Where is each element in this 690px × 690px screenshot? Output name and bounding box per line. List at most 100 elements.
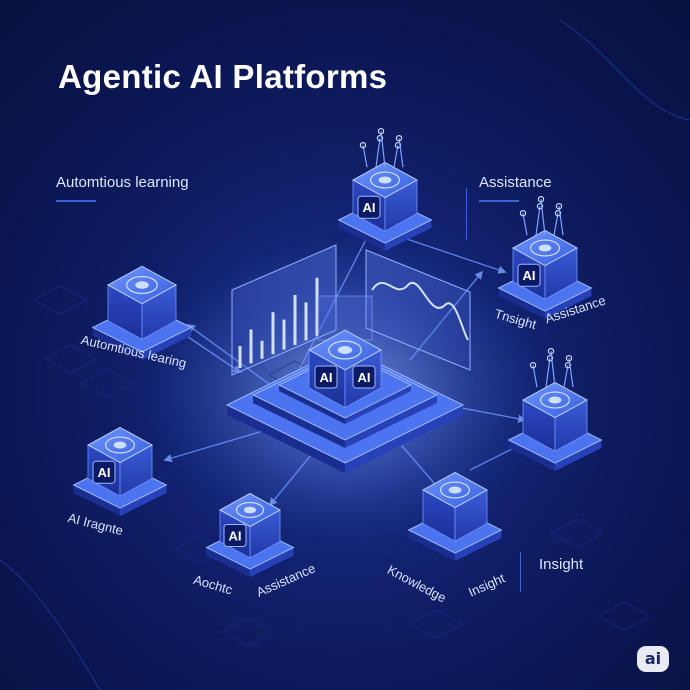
grid-tile xyxy=(361,526,417,556)
center-slab-mid-side-left xyxy=(253,395,345,448)
node-top-base-side-left xyxy=(338,220,385,252)
node-bottom-right-cube-chip-ring xyxy=(440,481,471,499)
node-bottom-badge: AI xyxy=(229,529,242,544)
node-right-cube-chip-ring xyxy=(529,239,560,257)
node-right-lower-cube-chip-core xyxy=(548,396,562,404)
node-right-base-side-right xyxy=(545,288,592,320)
center-cube-label-right: AI xyxy=(358,370,371,385)
node-left-base-side-left xyxy=(92,327,142,360)
node-top-base-side-right xyxy=(385,220,432,252)
node-top-antenna-dot xyxy=(359,141,367,149)
node-top-antenna-wire xyxy=(393,145,399,168)
node-top-antenna-dot xyxy=(395,134,403,142)
node-right-lower xyxy=(507,348,603,472)
node-bottom-right xyxy=(407,471,503,562)
node-bottom: AI xyxy=(205,492,295,578)
node-top-antenna-wire xyxy=(380,131,386,168)
node-bottom-left-cube-chip-core xyxy=(113,441,127,449)
node-top-badge: AI xyxy=(363,200,376,215)
node-right-lower-antenna-dot xyxy=(546,355,554,362)
corner-curve xyxy=(559,19,690,121)
node-right-lower-antenna-wire xyxy=(532,365,538,388)
grid-tile xyxy=(220,617,276,647)
node-top-antenna-dot xyxy=(376,134,384,142)
node-right-antenna-wire xyxy=(535,206,541,236)
node-bottom-badge-box xyxy=(223,524,247,547)
divider-top-right xyxy=(466,188,467,240)
page-title: Agentic AI Platforms xyxy=(58,58,388,95)
node-right-antenna-dot xyxy=(537,195,545,203)
center-cube-chip-core xyxy=(337,346,353,354)
node-bottom-left-badge: AI xyxy=(98,465,111,480)
center-cube-chip-ring xyxy=(328,340,362,360)
node-bottom-left-base-side-right xyxy=(120,485,167,517)
ai-logo-badge: ai xyxy=(637,646,669,672)
node-bottom-right-base-side-right xyxy=(455,530,502,562)
grid-tile xyxy=(596,601,652,631)
node-bottom-base-side-left xyxy=(206,547,250,578)
node-left-cube-chip-core xyxy=(135,281,149,289)
node-bottom-left-badge-box xyxy=(92,460,116,484)
node-right-antenna-dot xyxy=(519,209,527,217)
node-bottom-base-side-right xyxy=(250,547,294,578)
label-underline-top-left xyxy=(56,200,96,202)
grid-tile xyxy=(32,285,88,315)
divider-bottom-right xyxy=(520,552,521,592)
node-right-lower-antenna-wire xyxy=(545,358,551,388)
node-right-lower-base-side-left xyxy=(508,440,555,472)
node-top-cube-chip-ring xyxy=(370,171,401,189)
node-top-antenna-wire xyxy=(375,138,381,168)
center-cube-label-left-box xyxy=(314,365,338,389)
node-right-cube-chip-core xyxy=(538,244,552,252)
center-cube-label-right-box xyxy=(352,365,376,389)
node-top-antenna-dot xyxy=(394,141,402,149)
node-right-antenna-dot xyxy=(536,202,544,210)
panel-wave xyxy=(371,281,469,341)
grid-tile xyxy=(549,518,605,548)
node-top-badge-box xyxy=(357,195,381,219)
center-slab-top-side-right xyxy=(345,385,411,424)
node-left xyxy=(91,265,193,360)
node-right-lower-cube-chip-ring xyxy=(539,391,570,409)
node-right-lower-base-side-right xyxy=(555,440,602,472)
node-right-lower-antenna-wire xyxy=(568,358,574,388)
node-bottom-right-base-side-left xyxy=(408,530,455,562)
node-right-antenna-dot xyxy=(555,202,563,210)
node-bottom-left-cube-chip-ring xyxy=(104,436,135,454)
node-bottom-left-base-side-left xyxy=(73,485,120,517)
node-right-badge: AI xyxy=(523,268,536,283)
node-right-antenna-wire xyxy=(540,199,546,236)
node-right-antenna-wire xyxy=(522,213,528,236)
node-top-cube-chip-core xyxy=(378,176,392,184)
label-top-left: Automtious learning xyxy=(56,174,189,191)
node-right-badge-box xyxy=(517,263,541,287)
grid-tile xyxy=(408,609,464,639)
center-slab-mid-side-right xyxy=(345,395,437,448)
node-right-lower-antenna-wire xyxy=(563,365,569,388)
node-top-antenna-wire xyxy=(362,145,368,168)
node-bottom-cube-chip-core xyxy=(244,506,256,514)
node-right-lower-antenna-dot xyxy=(529,362,537,369)
hologram-panels xyxy=(231,244,471,376)
node-top: AI xyxy=(337,127,433,252)
node-right-antenna-dot xyxy=(554,209,562,217)
node-right-lower-antenna-wire xyxy=(550,351,556,388)
grid-tile xyxy=(79,368,135,398)
node-right-lower-antenna-dot xyxy=(547,348,555,355)
node-right-lower-antenna-dot xyxy=(564,362,572,369)
center-hologram xyxy=(317,295,373,341)
center-slab-top-side-left xyxy=(279,385,345,424)
node-top-antenna-wire xyxy=(398,138,404,168)
node-right-antenna-wire xyxy=(553,213,559,236)
node-bottom-cube-chip-ring xyxy=(235,501,265,519)
node-top-antenna-dot xyxy=(377,127,385,135)
node-right-base-side-left xyxy=(498,288,545,320)
center-slab-base-side-left xyxy=(227,405,345,473)
connector-line xyxy=(299,220,376,369)
node-right-lower-antenna-dot xyxy=(565,355,573,362)
node-left-base-side-right xyxy=(142,327,192,360)
